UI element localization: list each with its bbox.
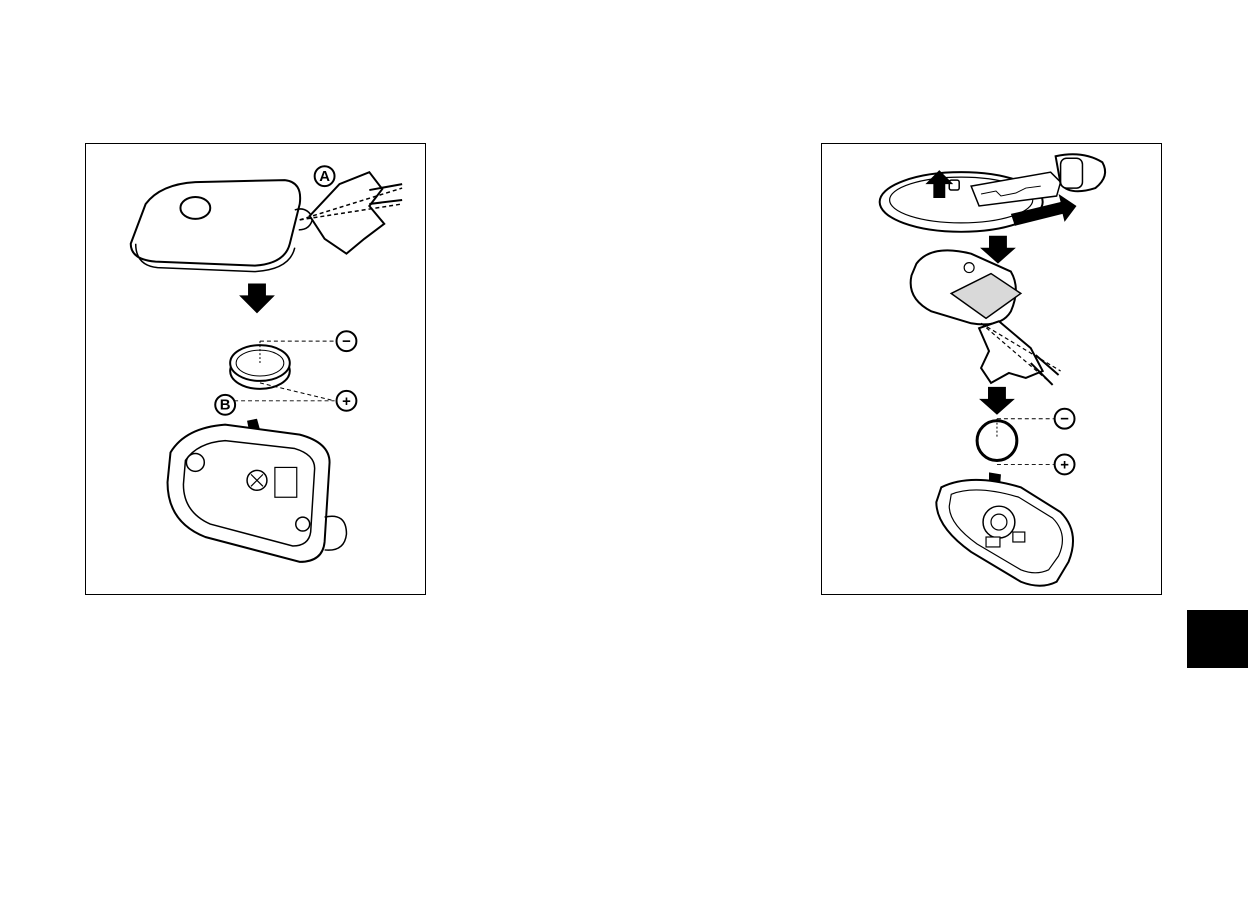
negative-terminal-marker: − [1055,409,1075,429]
callout-b-label: B [220,398,231,414]
callout-a-marker: A [315,166,335,186]
down-arrow-icon-2 [979,387,1015,415]
cloth-wrapped-screwdriver-icon [979,321,1061,385]
cloth-wrapped-screwdriver-icon [300,172,402,254]
key-fob-open-icon [911,250,1021,324]
coin-battery-icon [977,419,1017,461]
battery-compartment-icon [168,425,347,562]
negative-terminal-marker: − [337,331,357,351]
positive-terminal-marker: + [1055,454,1075,474]
right-figure-panel: − + [821,143,1162,595]
section-tab-marker [1187,610,1248,668]
callout-a-label: A [319,169,330,185]
coin-battery-icon [230,341,290,389]
left-figure-illustration: A − + B [86,144,425,594]
left-figure-panel: A − + B [85,143,426,595]
minus-sign: − [342,334,351,350]
minus-sign: − [1060,412,1069,428]
folding-key-fob-icon [131,180,313,271]
callout-b-marker: B [215,395,235,415]
plus-sign: + [1060,457,1069,473]
down-arrow-icon [239,284,275,314]
right-figure-illustration: − + [822,144,1161,594]
battery-compartment-icon [936,480,1073,586]
positive-terminal-marker: + [337,391,357,411]
plus-sign: + [342,394,351,410]
